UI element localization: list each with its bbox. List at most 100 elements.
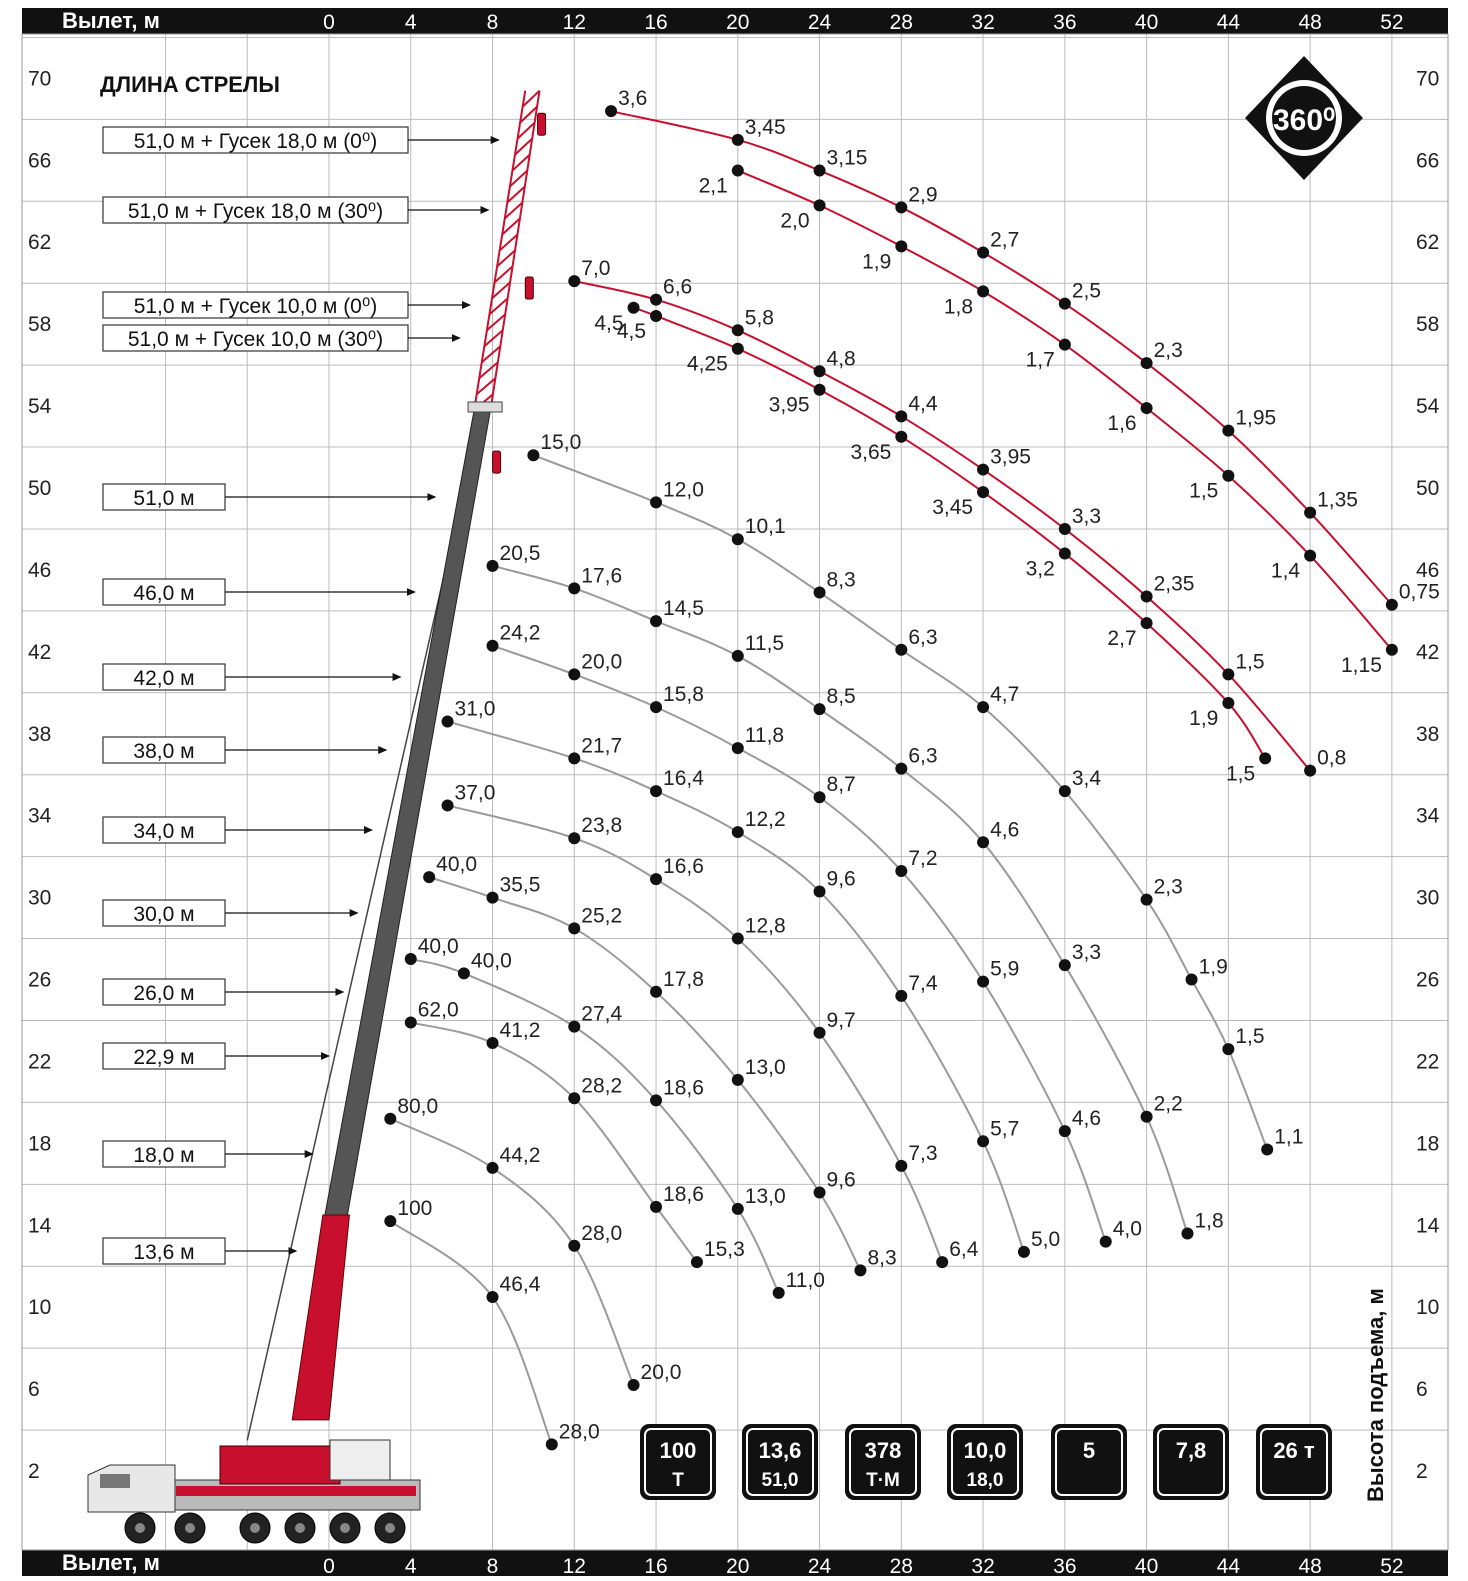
data-point [1222,1043,1235,1056]
boom-length-label: 38,0 м [102,736,388,764]
data-label: 28,0 [559,1420,600,1443]
load-curve-jib10_30 [633,306,1266,759]
boom-length-label: 42,0 м [102,663,402,691]
y-tick-label-right: 62 [1416,231,1439,254]
data-point [650,293,663,306]
data-point [384,1112,397,1125]
data-point [650,496,663,509]
data-label: 13,0 [745,1185,786,1208]
jib-lacing [504,201,524,220]
load-curve-boom42_0 [492,644,1107,1243]
data-point [1058,297,1071,310]
icon-label: 7,8 [1176,1438,1207,1463]
load-curve-boom18_0 [389,1117,635,1386]
data-label: 8,3 [827,568,856,591]
data-point [813,791,826,804]
data-point [1222,469,1235,482]
jib-lacing [521,89,541,108]
boom-label-box [102,196,409,224]
data-point [1304,764,1317,777]
data-point [1058,522,1071,535]
wheel-hub [385,1523,395,1533]
data-label: 6,4 [949,1238,979,1261]
data-point [977,246,990,259]
data-point [404,953,417,966]
boom-length-label: 46,0 м [102,578,416,606]
data-point [627,1379,640,1392]
wheel-hub [340,1523,350,1533]
x-tick-label-bottom: 36 [1053,1555,1076,1578]
y-tick-label-right: 26 [1416,969,1439,992]
boom-label-text: 34,0 м [133,820,194,843]
data-point [731,164,744,177]
data-label: 17,6 [581,564,622,587]
data-point [895,1159,908,1172]
bottom-axis-title: Вылет, м [62,1550,160,1575]
icon-sublabel: Т [672,1470,684,1491]
jib-lacing [514,137,533,156]
data-point [568,752,581,765]
boom-length-icon: 13,651,0 [742,1424,818,1500]
data-label: 2,35 [1154,573,1195,596]
data-point [1259,752,1272,765]
data-label: 3,95 [990,446,1031,469]
icon-inner-frame [849,1428,917,1496]
data-label: 2,9 [908,183,937,206]
data-label: 1,35 [1317,489,1358,512]
data-point [486,1037,499,1050]
x-tick-label-bottom: 20 [726,1555,749,1578]
data-label: 5,8 [745,306,774,329]
boom-label-text: 22,9 м [133,1046,194,1069]
data-label: 100 [397,1197,432,1220]
y-tick-label-left: 18 [28,1132,51,1155]
data-point [1261,1143,1274,1156]
data-point [1385,598,1398,611]
data-label: 13,0 [745,1056,786,1079]
x-tick-label-bottom: 0 [323,1555,335,1578]
data-point [627,301,640,314]
data-label: 0,8 [1317,747,1346,770]
data-label: 46,4 [500,1273,541,1296]
icon-inner-frame [951,1428,1019,1496]
data-label: 15,3 [704,1238,745,1261]
x-tick-label-bottom: 32 [971,1555,994,1578]
boom-length-label: 18,0 м [102,1140,314,1168]
jib-lacing [511,153,531,172]
carrier-stripe [176,1486,416,1496]
data-label: 6,6 [663,276,692,299]
data-point [895,643,908,656]
data-point [1222,697,1235,710]
x-tick-label-top: 4 [405,11,417,34]
data-point [895,201,908,214]
y-tick-label-right: 2 [1416,1460,1428,1483]
data-label: 1,7 [1026,349,1055,372]
x-tick-label-top: 0 [323,11,335,34]
data-point [568,275,581,288]
data-label: 3,3 [1072,505,1101,528]
data-point [936,1256,949,1269]
data-label: 44,2 [500,1144,541,1167]
icon-frame [1051,1424,1127,1500]
data-label: 4,0 [1113,1218,1142,1241]
data-point [1304,549,1317,562]
data-label: 9,6 [827,867,856,890]
data-label: 1,5 [1235,1025,1264,1048]
y-tick-label-right: 58 [1416,313,1439,336]
data-label: 1,95 [1235,407,1276,430]
data-label: 25,2 [581,904,622,927]
x-tick-label-top: 28 [890,11,913,34]
x-tick-label-top: 12 [563,11,586,34]
data-point [895,989,908,1002]
boom-label-box [102,324,409,352]
operator-cab [329,1439,391,1481]
jib-mount [467,401,503,413]
icon-label: 26 т [1273,1438,1315,1463]
data-label: 1,5 [1226,762,1255,785]
boom-base [291,1214,350,1421]
data-label: 10,1 [745,515,786,538]
load-curve-boom51_0 [533,454,1269,1150]
data-label: 1,4 [1271,560,1301,583]
load-curve-boom22_9 [410,1021,698,1263]
data-label: 3,6 [618,87,647,110]
data-label: 3,15 [827,147,868,170]
